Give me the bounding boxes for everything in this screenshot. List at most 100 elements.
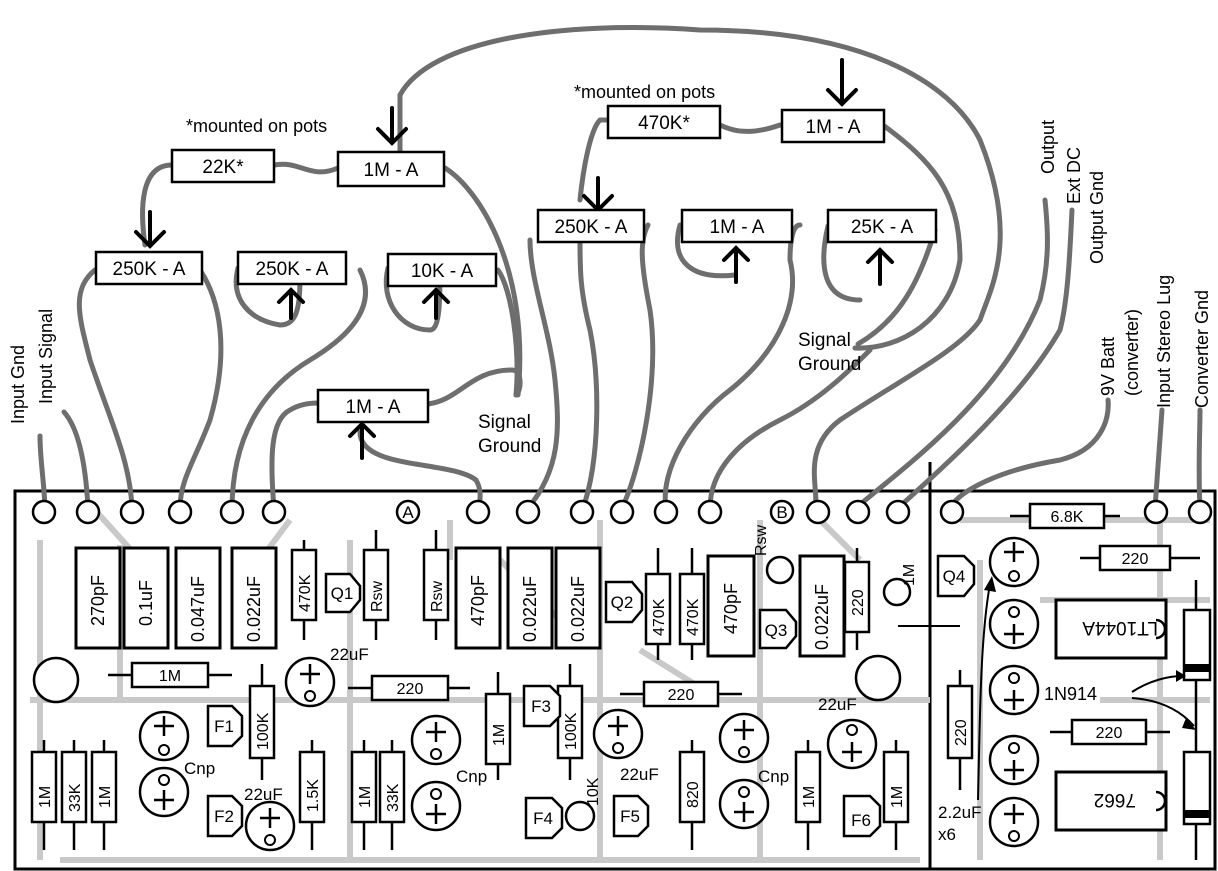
- caps-count-x6: x6: [938, 825, 956, 844]
- resistor-470k-1: 470K: [297, 574, 314, 612]
- resistor-220-h2: 220: [668, 687, 695, 704]
- solder-pads: [31, 499, 1213, 525]
- cap-0-047uf: 0.047uF: [188, 576, 208, 642]
- 1m-pad: [882, 577, 912, 607]
- transistor-q4: Q4: [943, 567, 966, 586]
- signal-ground-right-line1: Signal: [798, 330, 851, 351]
- label-output-gnd: Output Gnd: [1087, 171, 1107, 264]
- resistor-6-8k: 6.8K: [1051, 509, 1084, 526]
- transistors: [324, 554, 976, 650]
- label-ext-dc: Ext DC: [1064, 147, 1084, 204]
- label-input-gnd: Input Gnd: [8, 345, 28, 424]
- pot-1m-a-right: 1M - A: [806, 117, 861, 138]
- offboard-parts: 22K* 470K* 1M - A 250K - A 250K - A 10K …: [94, 104, 938, 424]
- resistor-1m-b3: 1M: [357, 786, 374, 808]
- mounted-on-pots-note-left: *mounted on pots: [186, 116, 327, 136]
- wires: [37, 25, 1203, 513]
- resistor-470k-3: 470K: [685, 598, 702, 636]
- cnp-label-3: Cnp: [758, 767, 789, 786]
- label-converter-gnd: Converter Gnd: [1192, 290, 1212, 408]
- pot-10k-a: 10K - A: [411, 261, 474, 282]
- cap-270pf: 270pF: [88, 575, 108, 626]
- resistor-220-vertical: 220: [850, 589, 867, 616]
- resistor-33k-b2: 33K: [385, 783, 402, 812]
- resistor-1m-mid: 1M: [491, 724, 508, 746]
- converter-section: LT1044A 7662 1N914 2.2uF x6: [938, 576, 1212, 860]
- cap-470pf-2: 470pF: [721, 583, 741, 634]
- fets: [206, 684, 882, 840]
- resistor-1m-b1: 1M: [37, 786, 54, 808]
- resistor-10k: 10K: [585, 777, 602, 806]
- fet-f6: F6: [851, 811, 871, 830]
- electrolytic-22uf-2: 22uF: [244, 785, 283, 804]
- pot-25k-a: 25K - A: [851, 217, 914, 238]
- label-input-signal: Input Signal: [36, 309, 56, 404]
- resistor-bodies: [30, 502, 1172, 824]
- mounting-hole-left: [32, 656, 80, 704]
- signal-ground-left-line2: Ground: [478, 436, 541, 457]
- label-9v-batt: 9V Batt: [1098, 337, 1118, 396]
- pot-250k-a-2: 250K - A: [256, 259, 329, 280]
- resistor-220-c2: 220: [1122, 551, 1149, 568]
- mounting-hole-right: [854, 654, 902, 702]
- rsw-pad: [765, 555, 795, 585]
- transistor-q3: Q3: [765, 621, 788, 640]
- resistor-1m-b2: 1M: [97, 786, 114, 808]
- trimmer-10k: [564, 800, 596, 832]
- resistor-220-c1: 220: [953, 719, 970, 746]
- cap-0-1uf: 0.1uF: [136, 580, 156, 626]
- cap-0-022uf-4: 0.022uF: [812, 584, 832, 650]
- fet-f1: F1: [214, 717, 234, 736]
- pot-250k-a-1: 250K - A: [113, 259, 186, 280]
- mounted-on-pots-note-right: *mounted on pots: [574, 82, 715, 102]
- pad-a-label: A: [402, 503, 414, 522]
- resistor-1m-b5: 1M: [889, 786, 906, 808]
- signal-ground-right-line2: Ground: [798, 354, 861, 375]
- resistor-1m-vertical: 1M: [901, 564, 918, 586]
- cnp-label-2: Cnp: [456, 767, 487, 786]
- resistor-220-h1: 220: [397, 681, 424, 698]
- resistor-220-c3: 220: [1096, 725, 1123, 742]
- pot-1m-a-mid: 1M - A: [710, 217, 765, 238]
- label-converter-sub: (converter): [1122, 309, 1142, 396]
- wire-labels: Input Gnd Input Signal Output Ext DC Out…: [8, 120, 1212, 424]
- electrolytic-22uf-1: 22uF: [330, 645, 369, 664]
- fet-f4: F4: [533, 809, 553, 828]
- resistor-22k-label: 22K*: [202, 157, 244, 178]
- label-input-stereo-lug: Input Stereo Lug: [1154, 275, 1174, 408]
- pot-1m-a-lower: 1M - A: [346, 397, 401, 418]
- electrolytic-22uf-3: 22uF: [620, 765, 659, 784]
- transistor-q1: Q1: [331, 584, 354, 603]
- resistor-100k-1: 100K: [255, 712, 272, 750]
- cap-0-022uf-1: 0.022uF: [244, 576, 264, 642]
- fet-f5: F5: [620, 807, 640, 826]
- resistor-33k-b1: 33K: [67, 783, 84, 812]
- pot-1m-a-top: 1M - A: [364, 160, 419, 181]
- fet-f3: F3: [531, 697, 551, 716]
- caps-2-2uf: 2.2uF: [938, 803, 981, 822]
- ic-7662: 7662: [1094, 789, 1136, 810]
- electrolytic-22uf-4: 22uF: [818, 695, 857, 714]
- pot-250k-a-3: 250K - A: [555, 217, 628, 238]
- resistor-1m-horizontal: 1M: [159, 668, 181, 685]
- cap-470pf-1: 470pF: [468, 575, 488, 626]
- resistor-470k-2: 470K: [651, 598, 668, 636]
- resistor-rsw-2: Rsw: [429, 580, 446, 612]
- circuit-board-outline: [13, 489, 1217, 871]
- signal-ground-left-line1: Signal: [478, 412, 531, 433]
- cap-0-022uf-3: 0.022uF: [568, 576, 588, 642]
- resistor-100k-2: 100K: [563, 712, 580, 750]
- resistor-rsw-1: Rsw: [369, 580, 386, 612]
- fet-f2: F2: [214, 807, 234, 826]
- diode-1n914: 1N914: [1044, 684, 1097, 704]
- ic-lt1044a: LT1044A: [1082, 617, 1158, 638]
- resistor-1-5k: 1.5K: [305, 779, 322, 812]
- label-output: Output: [1038, 120, 1058, 174]
- resistor-470k-label: 470K*: [638, 113, 690, 134]
- transistor-q2: Q2: [611, 593, 634, 612]
- resistor-1m-b4: 1M: [801, 786, 818, 808]
- cnp-label-1: Cnp: [184, 759, 215, 778]
- resistor-rsw-b: Rsw: [753, 524, 770, 556]
- electrolytic-capacitors: [138, 536, 1040, 852]
